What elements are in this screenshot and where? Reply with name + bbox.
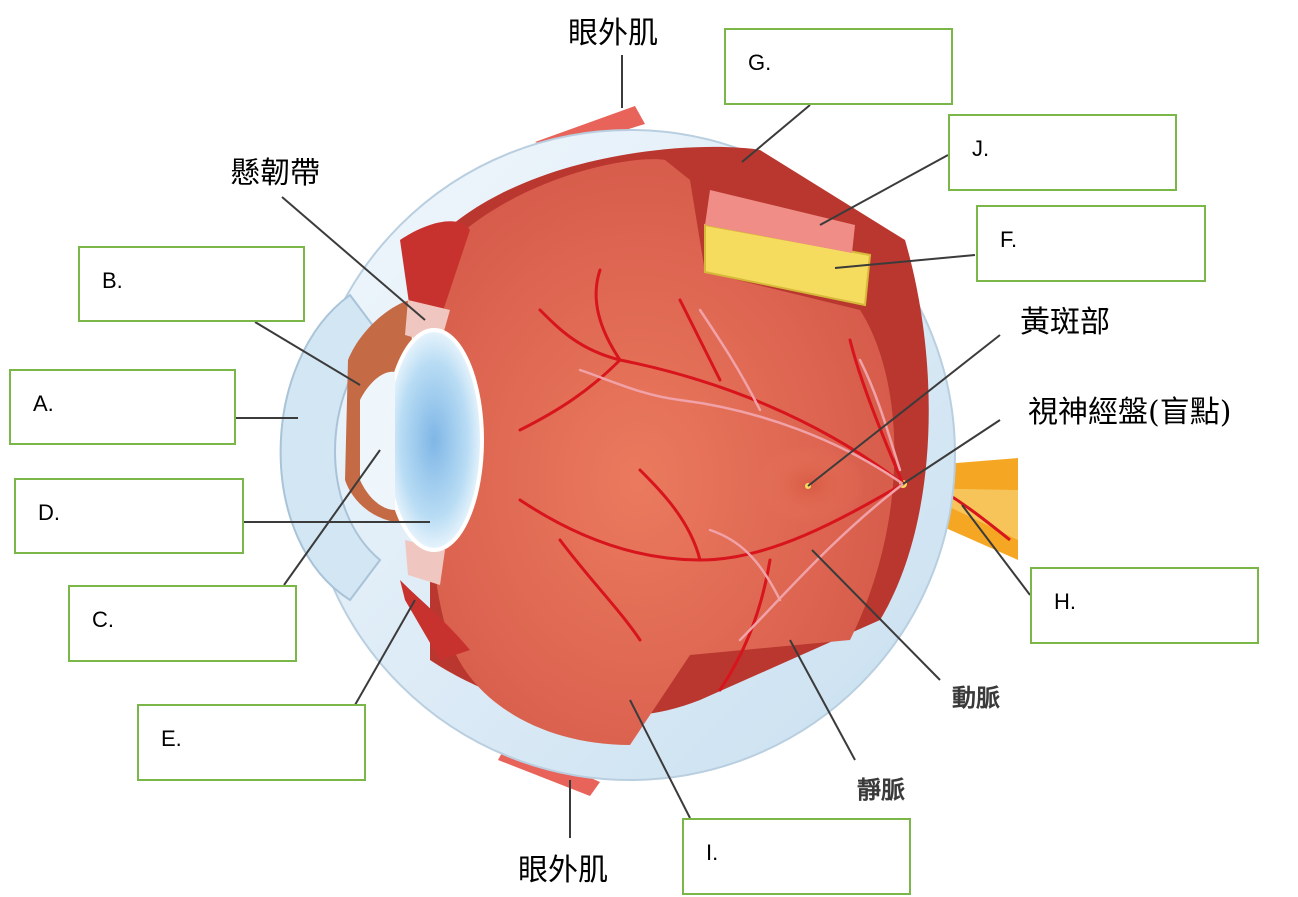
zonules-label: 懸韌帶: [230, 148, 320, 192]
answer-box-f-label: F.: [1000, 227, 1017, 253]
anterior-chamber: [360, 372, 395, 510]
answer-box-a[interactable]: A.: [9, 369, 236, 445]
answer-box-f[interactable]: F.: [976, 205, 1206, 282]
vein-label: 靜脈: [857, 770, 905, 805]
artery-label: 動脈: [952, 678, 1000, 713]
answer-box-h-label: H.: [1054, 589, 1076, 615]
answer-box-j[interactable]: J.: [948, 114, 1177, 191]
answer-box-c-label: C.: [92, 607, 114, 633]
answer-box-g-label: G.: [748, 50, 771, 76]
answer-box-c[interactable]: C.: [68, 585, 297, 662]
answer-box-e-label: E.: [161, 726, 182, 752]
answer-box-b-label: B.: [102, 268, 123, 294]
extraocular-muscle-label-top: 眼外肌: [568, 8, 658, 52]
answer-box-d-label: D.: [38, 500, 60, 526]
extraocular-muscle-label-bottom: 眼外肌: [518, 845, 608, 889]
answer-box-d[interactable]: D.: [14, 478, 244, 554]
answer-box-i-label: I.: [706, 840, 718, 866]
answer-box-g[interactable]: G.: [724, 28, 953, 105]
answer-box-i[interactable]: I.: [682, 818, 911, 895]
answer-box-a-label: A.: [33, 391, 54, 417]
answer-box-b[interactable]: B.: [78, 246, 305, 322]
optic-disc-label: 視神經盤(盲點): [1028, 387, 1231, 431]
answer-box-e[interactable]: E.: [137, 704, 366, 781]
answer-box-j-label: J.: [972, 136, 989, 162]
answer-box-h[interactable]: H.: [1030, 567, 1259, 644]
macula-label: 黃斑部: [1020, 297, 1110, 341]
lens: [386, 330, 482, 550]
